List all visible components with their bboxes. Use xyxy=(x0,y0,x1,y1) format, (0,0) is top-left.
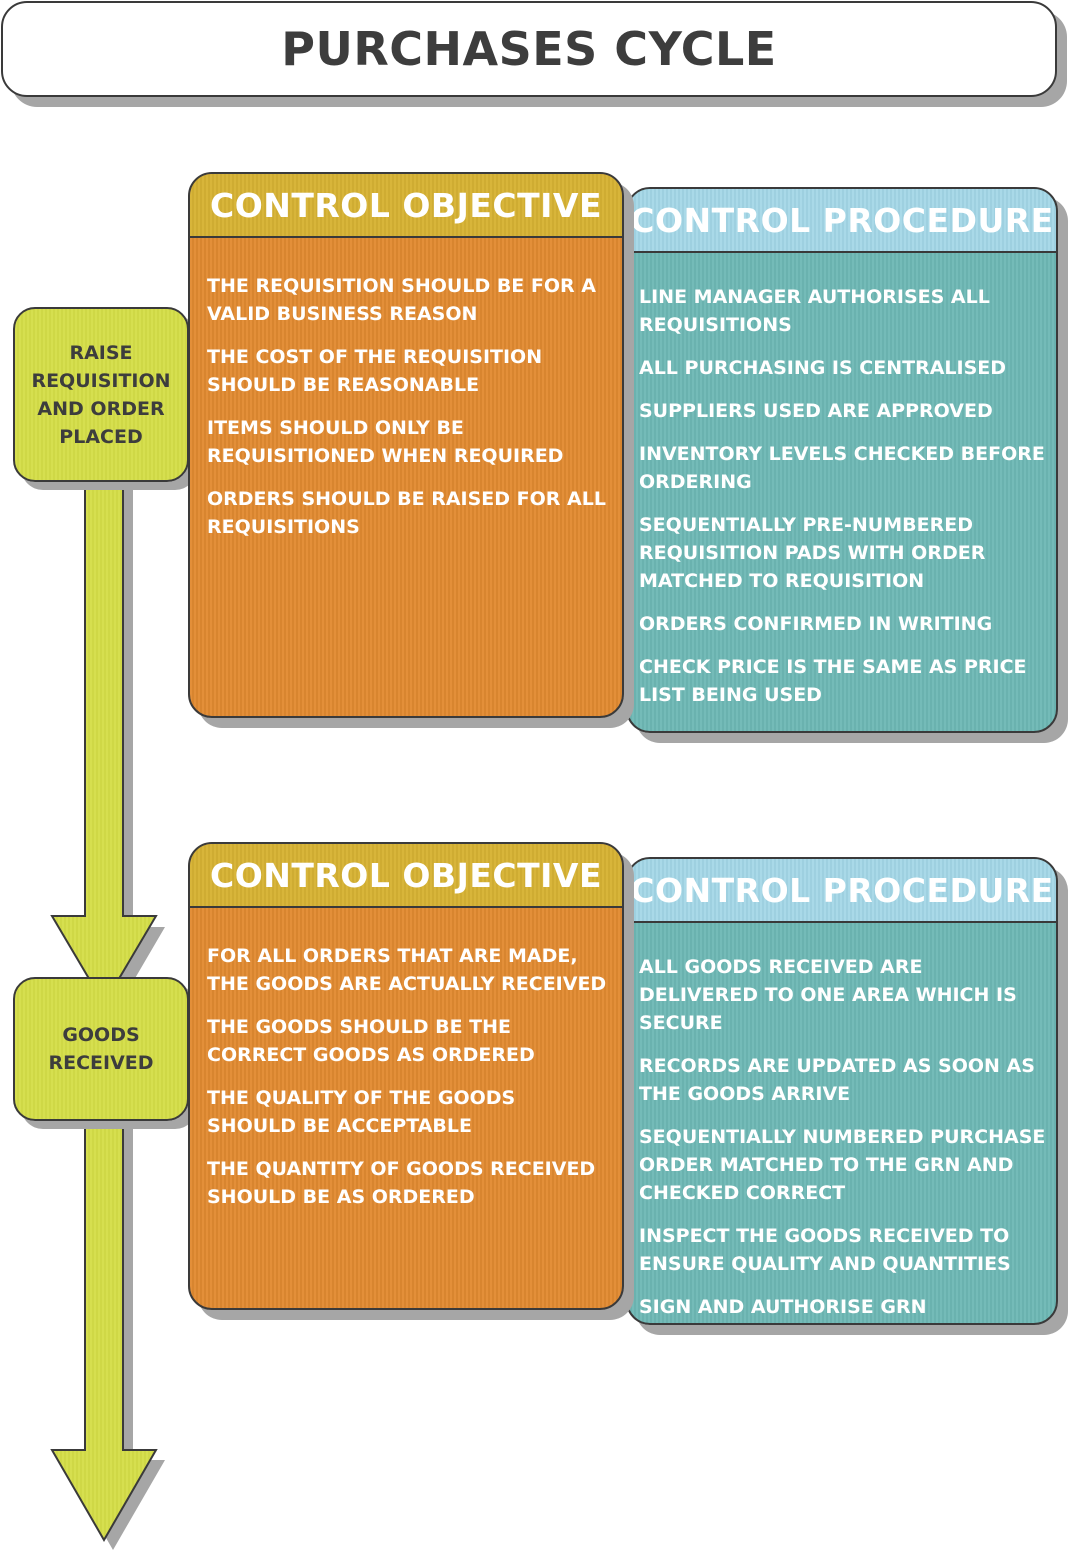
procedure-item: CHECK PRICE IS THE SAME AS PRICE LIST BE… xyxy=(639,656,1027,706)
procedure-item: LINE MANAGER AUTHORISES ALL REQUISITIONS xyxy=(639,286,990,336)
control-objective-heading: CONTROL OBJECTIVE xyxy=(210,855,602,895)
objective-item: THE QUALITY OF THE GOODS SHOULD BE ACCEP… xyxy=(207,1087,516,1137)
down-arrow-icon xyxy=(50,481,158,1006)
control-procedure-panel: CONTROL PROCEDURE LINE MANAGER AUTHORISE… xyxy=(626,187,1058,733)
objective-item: THE GOODS SHOULD BE THE CORRECT GOODS AS… xyxy=(207,1016,535,1066)
procedure-item: SEQUENTIALLY NUMBERED PURCHASE ORDER MAT… xyxy=(639,1126,1046,1204)
objective-item: THE QUANTITY OF GOODS RECEIVED SHOULD BE… xyxy=(207,1158,596,1208)
page-title: PURCHASES CYCLE xyxy=(281,22,777,76)
objective-list: FOR ALL ORDERS THAT ARE MADE, THE GOODS … xyxy=(190,908,622,1211)
procedure-item: ALL PURCHASING IS CENTRALISED xyxy=(639,357,1007,379)
control-objective-heading: CONTROL OBJECTIVE xyxy=(210,185,602,225)
control-procedure-panel: CONTROL PROCEDURE ALL GOODS RECEIVED ARE… xyxy=(626,857,1058,1325)
objective-item: ITEMS SHOULD ONLY BE REQUISITIONED WHEN … xyxy=(207,417,564,467)
step-label: GOODS RECEIVED xyxy=(48,1024,154,1074)
title-banner: PURCHASES CYCLE xyxy=(1,1,1057,97)
procedure-item: ALL GOODS RECEIVED ARE DELIVERED TO ONE … xyxy=(639,956,1017,1034)
control-procedure-heading: CONTROL PROCEDURE xyxy=(630,870,1054,910)
step-label: RAISE REQUISITION AND ORDER PLACED xyxy=(31,341,171,448)
control-procedure-heading: CONTROL PROCEDURE xyxy=(630,200,1054,240)
control-objective-panel: CONTROL OBJECTIVE FOR ALL ORDERS THAT AR… xyxy=(188,842,624,1310)
procedure-list: ALL GOODS RECEIVED ARE DELIVERED TO ONE … xyxy=(628,923,1056,1321)
control-procedure-header: CONTROL PROCEDURE xyxy=(628,859,1056,923)
control-procedure-header: CONTROL PROCEDURE xyxy=(628,189,1056,253)
objective-item: THE REQUISITION SHOULD BE FOR A VALID BU… xyxy=(207,275,596,325)
objective-item: ORDERS SHOULD BE RAISED FOR ALL REQUISIT… xyxy=(207,488,606,538)
procedure-list: LINE MANAGER AUTHORISES ALL REQUISITIONS… xyxy=(628,253,1056,709)
control-objective-panel: CONTROL OBJECTIVE THE REQUISITION SHOULD… xyxy=(188,172,624,718)
procedure-item: ORDERS CONFIRMED IN WRITING xyxy=(639,613,993,635)
procedure-item: SIGN AND AUTHORISE GRN xyxy=(639,1296,927,1318)
procedure-item: SUPPLIERS USED ARE APPROVED xyxy=(639,400,993,422)
objective-item: THE COST OF THE REQUISITION SHOULD BE RE… xyxy=(207,346,543,396)
step-raise-requisition: RAISE REQUISITION AND ORDER PLACED xyxy=(13,307,189,482)
procedure-item: SEQUENTIALLY PRE-NUMBERED REQUISITION PA… xyxy=(639,514,986,592)
control-objective-header: CONTROL OBJECTIVE xyxy=(190,844,622,908)
procedure-item: INSPECT THE GOODS RECEIVED TO ENSURE QUA… xyxy=(639,1225,1011,1275)
control-objective-header: CONTROL OBJECTIVE xyxy=(190,174,622,238)
objective-list: THE REQUISITION SHOULD BE FOR A VALID BU… xyxy=(190,238,622,541)
procedure-item: RECORDS ARE UPDATED AS SOON AS THE GOODS… xyxy=(639,1055,1035,1105)
down-arrow-icon xyxy=(50,1119,158,1542)
step-goods-received: GOODS RECEIVED xyxy=(13,977,189,1121)
objective-item: FOR ALL ORDERS THAT ARE MADE, THE GOODS … xyxy=(207,945,607,995)
procedure-item: INVENTORY LEVELS CHECKED BEFORE ORDERING xyxy=(639,443,1045,493)
